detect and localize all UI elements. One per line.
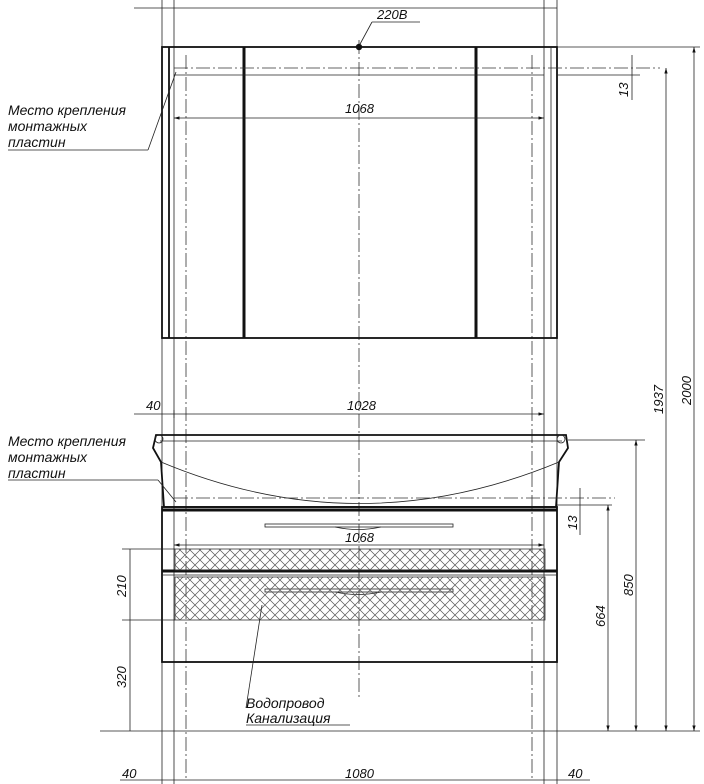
drawer-handle-top [264, 523, 454, 528]
note-mounting-top-line3: пластин [8, 134, 66, 150]
cabinet-plate-offset-dimension: 13 [557, 488, 612, 535]
utility-zone-upper [174, 548, 546, 571]
mirror-plate-height-dimension: 1937 [651, 68, 668, 731]
mirror-plate-offset-dimension: 13 [557, 55, 640, 100]
bottom-right-label: 40 [568, 766, 583, 781]
water-zone-dimensions: 210 320 [114, 548, 175, 731]
note-utilities: Водопровод Канализация [245, 604, 350, 726]
total-height-label: 2000 [679, 375, 694, 406]
note-mounting-top-line2: монтажных [8, 118, 88, 134]
mirror-plate-offset-label: 13 [616, 82, 631, 97]
basin-height-dimension: 850 [568, 439, 645, 731]
power-dimension: 220B [134, 7, 557, 51]
basin-inner-width-label: 1028 [347, 398, 377, 413]
bottom-left-label: 40 [122, 766, 137, 781]
note-utilities-line1: Водопровод [246, 695, 325, 711]
note-mounting-bottom-line2: монтажных [8, 449, 88, 465]
basin-width-dimension: 40 1028 [134, 398, 544, 418]
water-zone-height-label: 210 [114, 575, 129, 598]
total-height-dimension: 2000 [557, 46, 700, 731]
cabinet-plate-width-dimension: 1068 [174, 530, 544, 547]
note-mounting-bottom: Место крепления монтажных пластин [8, 433, 177, 503]
note-mounting-top: Место крепления монтажных пластин [8, 71, 177, 151]
cabinet-plate-height-label: 664 [593, 605, 608, 627]
mirror-plate-height-label: 1937 [651, 384, 666, 414]
water-zone-base-label: 320 [114, 666, 129, 688]
note-mounting-top-line1: Место крепления [8, 102, 127, 118]
basin [152, 434, 615, 508]
bottom-total-label: 1080 [345, 766, 375, 781]
power-label: 220B [376, 7, 408, 22]
note-mounting-bottom-line1: Место крепления [8, 433, 127, 449]
cabinet-plate-height-dimension: 664 [593, 505, 610, 731]
mirror-cabinet [161, 46, 660, 339]
utility-zone-lower [174, 576, 546, 621]
cabinet-plate-offset-label: 13 [565, 515, 580, 530]
basin-overhang-left-label: 40 [146, 398, 161, 413]
vanity-cabinet [161, 506, 558, 663]
cabinet-plate-width-label: 1068 [345, 530, 375, 545]
bottom-width-dimension: 40 1080 40 [120, 766, 590, 781]
mirror-width-label: 1068 [345, 101, 375, 116]
note-mounting-bottom-line3: пластин [8, 465, 66, 481]
basin-height-label: 850 [621, 574, 636, 596]
note-utilities-line2: Канализация [246, 710, 331, 726]
mirror-width-dimension: 1068 [174, 101, 544, 120]
